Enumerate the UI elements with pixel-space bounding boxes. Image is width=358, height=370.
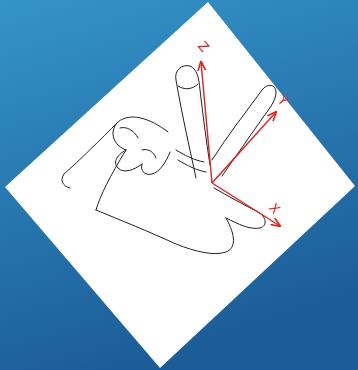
axis-label: X (266, 200, 282, 215)
y-axis (212, 112, 276, 183)
hand-sketch (62, 66, 276, 254)
card (5, 2, 355, 368)
axes (201, 62, 280, 226)
axis-label: Z (195, 38, 211, 53)
z-axis (201, 62, 212, 183)
axis-label: Y (276, 93, 291, 108)
x-axis (212, 183, 280, 226)
